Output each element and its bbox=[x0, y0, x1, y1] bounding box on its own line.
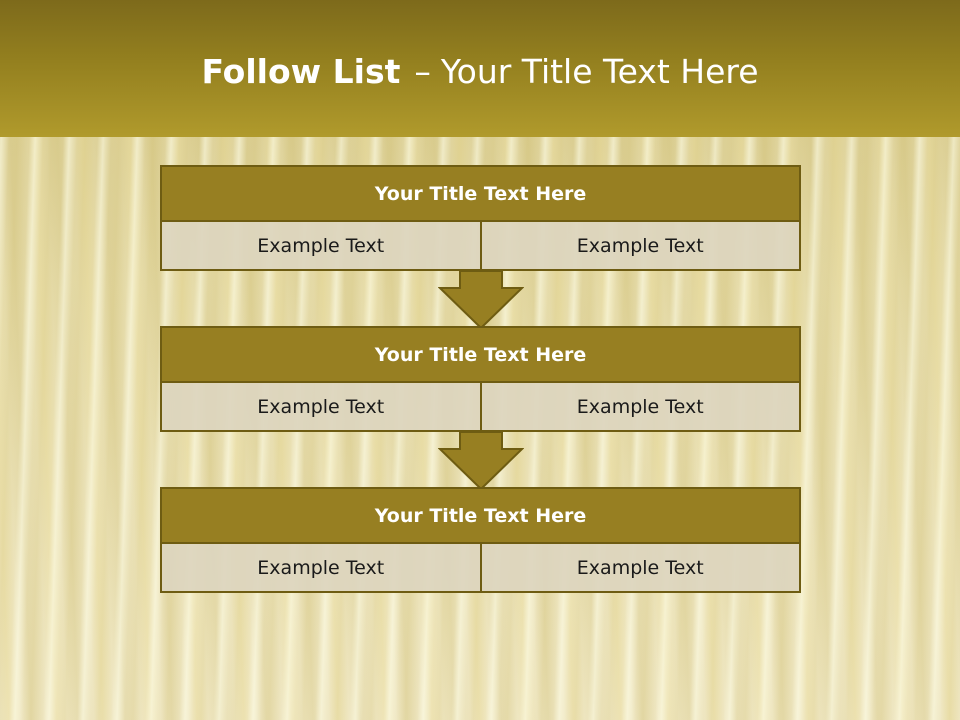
title-rest: Your Title Text Here bbox=[440, 52, 759, 91]
down-arrow-icon bbox=[438, 270, 524, 330]
block-title: Your Title Text Here bbox=[160, 326, 801, 383]
block-row: Example Text Example Text bbox=[160, 222, 801, 271]
title-bold: Follow List bbox=[201, 52, 401, 91]
down-arrow-icon bbox=[438, 431, 524, 491]
block-cell-right: Example Text bbox=[481, 383, 801, 432]
block-title: Your Title Text Here bbox=[160, 487, 801, 544]
block-cell-right: Example Text bbox=[481, 222, 801, 271]
block-cell-left: Example Text bbox=[160, 222, 482, 271]
list-block-3: Your Title Text Here Example Text Exampl… bbox=[160, 487, 801, 593]
block-cell-right: Example Text bbox=[481, 544, 801, 593]
title-dash: – bbox=[414, 52, 431, 91]
list-block-1: Your Title Text Here Example Text Exampl… bbox=[160, 165, 801, 271]
block-row: Example Text Example Text bbox=[160, 383, 801, 432]
list-block-2: Your Title Text Here Example Text Exampl… bbox=[160, 326, 801, 432]
block-cell-left: Example Text bbox=[160, 544, 482, 593]
block-title: Your Title Text Here bbox=[160, 165, 801, 222]
block-cell-left: Example Text bbox=[160, 383, 482, 432]
slide-title: Follow List–Your Title Text Here bbox=[0, 52, 960, 91]
header-band bbox=[0, 0, 960, 137]
block-row: Example Text Example Text bbox=[160, 544, 801, 593]
